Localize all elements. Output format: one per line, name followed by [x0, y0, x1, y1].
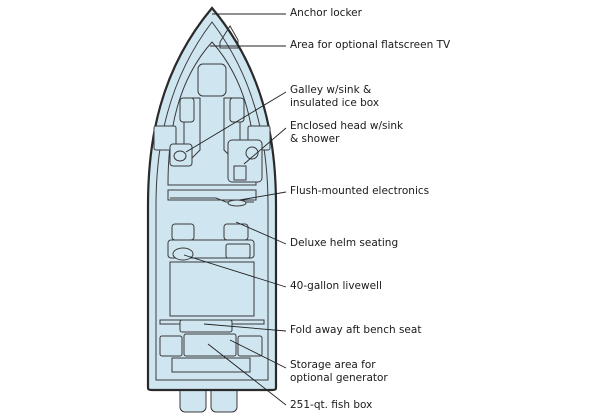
port-storage-box: [159, 335, 183, 357]
label-galley-line-1: Galley w/sink &: [290, 84, 372, 96]
leader-livewell: [183, 254, 287, 288]
leader-head: [243, 127, 287, 165]
label-helm-seating: Deluxe helm seating: [290, 237, 398, 250]
label-anchor-locker-line-1: Anchor locker: [290, 7, 362, 19]
hull-inner-line: [155, 21, 269, 381]
leader-galley: [185, 91, 287, 153]
galley-counter: [179, 97, 195, 123]
label-fish-box: 251-qt. fish box: [290, 399, 372, 412]
label-head-line-2: & shower: [290, 133, 340, 145]
label-flatscreen-tv: Area for optional flatscreen TV: [290, 39, 450, 52]
electronics-display: [227, 199, 247, 207]
label-head-line-1: Enclosed head w/sink: [290, 120, 404, 132]
label-generator-line-1: Storage area for: [290, 359, 376, 371]
head-toilet: [233, 165, 247, 181]
leader-helm-seating: [235, 221, 287, 245]
starboard-storage-box: [237, 335, 263, 357]
transom-fish-box: [171, 357, 251, 373]
anchor-locker-hatch: [219, 25, 239, 49]
helm-seat-cushion: [225, 243, 251, 259]
console-dash: [167, 189, 257, 201]
label-electronics-line-1: Flush-mounted electronics: [290, 185, 430, 197]
port-cabinet: [153, 125, 177, 151]
label-head: Enclosed head w/sink& shower: [290, 120, 403, 146]
livewell-area: [169, 261, 255, 317]
label-bench-seat: Fold away aft bench seat: [290, 324, 421, 337]
label-galley-line-2: insulated ice box: [290, 97, 380, 109]
label-anchor-locker: Anchor locker: [290, 7, 362, 20]
label-helm-seating-line-1: Deluxe helm seating: [290, 237, 399, 249]
label-bench-seat-line-1: Fold away aft bench seat: [290, 324, 422, 336]
leader-electronics: [239, 191, 287, 201]
galley-sink: [173, 150, 187, 162]
port-helm-seat-back: [171, 223, 195, 241]
label-electronics: Flush-mounted electronics: [290, 185, 429, 198]
starboard-helm-seat-back: [223, 223, 249, 241]
label-galley: Galley w/sink &insulated ice box: [290, 84, 379, 110]
leader-fish-box: [207, 343, 287, 406]
label-fish-box-line-1: 251-qt. fish box: [290, 399, 373, 411]
label-livewell: 40-gallon livewell: [290, 280, 382, 293]
head-counter: [229, 97, 245, 123]
label-flatscreen-tv-line-1: Area for optional flatscreen TV: [290, 39, 451, 51]
enclosed-head: [227, 139, 263, 183]
leader-generator: [229, 339, 287, 369]
head-sink: [245, 146, 259, 160]
label-livewell-line-1: 40-gallon livewell: [290, 280, 382, 292]
v-berth-cushion: [197, 63, 227, 97]
label-generator-line-2: optional generator: [290, 372, 388, 384]
leader-bench-seat: [203, 323, 287, 332]
livewell-lid: [172, 247, 194, 261]
